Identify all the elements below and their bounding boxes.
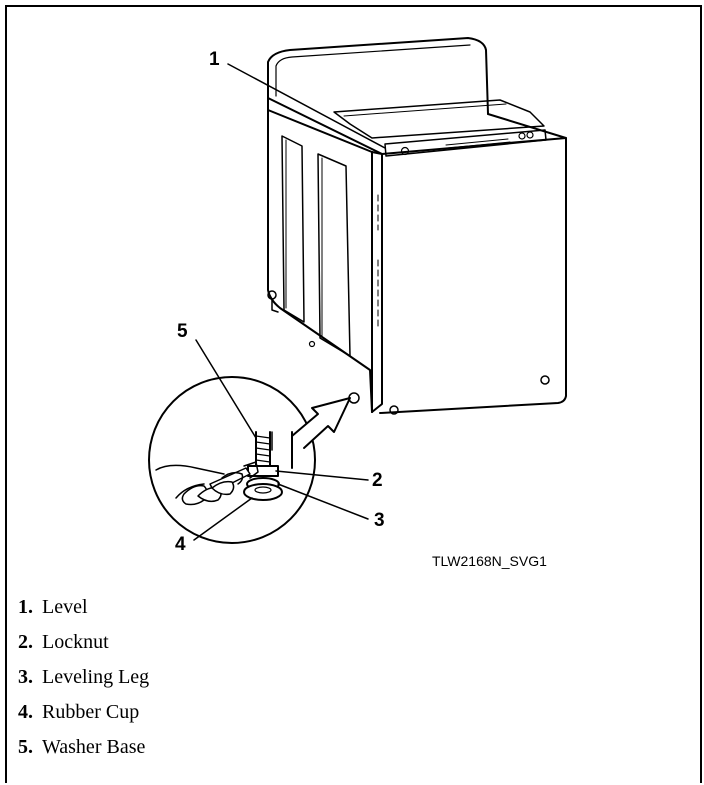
legend-item: 5. Washer Base: [18, 730, 149, 765]
callout-5: 5: [177, 321, 188, 342]
legend-label: Locknut: [42, 631, 109, 653]
legend-number: 2.: [18, 631, 33, 653]
callout-leaders: [193, 63, 386, 541]
figure-id: TLW2168N_SVG1: [432, 553, 547, 569]
legend-item: 4. Rubber Cup: [18, 695, 149, 730]
legend-label: Leveling Leg: [42, 666, 150, 688]
legend-item: 1. Level: [18, 590, 149, 625]
callout-1: 1: [209, 49, 220, 70]
callout-2: 2: [372, 470, 383, 491]
legend-number: 4.: [18, 701, 33, 723]
legend-item: 2. Locknut: [18, 625, 149, 660]
figure-frame: [5, 5, 702, 783]
callout-4: 4: [175, 534, 186, 555]
legend-label: Washer Base: [42, 736, 146, 758]
leveling-leg-detail: [148, 376, 351, 544]
washer-cabinet: [267, 37, 567, 415]
parts-legend: 1. Level 2. Locknut 3. Leveling Leg 4. Rubbe…: [18, 590, 149, 765]
callout-3: 3: [374, 510, 385, 531]
legend-number: 1.: [18, 596, 33, 618]
legend-item: 3. Leveling Leg: [18, 660, 149, 695]
legend-label: Rubber Cup: [42, 701, 140, 723]
legend-label: Level: [42, 596, 88, 618]
legend-number: 3.: [18, 666, 33, 688]
legend-number: 5.: [18, 736, 33, 758]
